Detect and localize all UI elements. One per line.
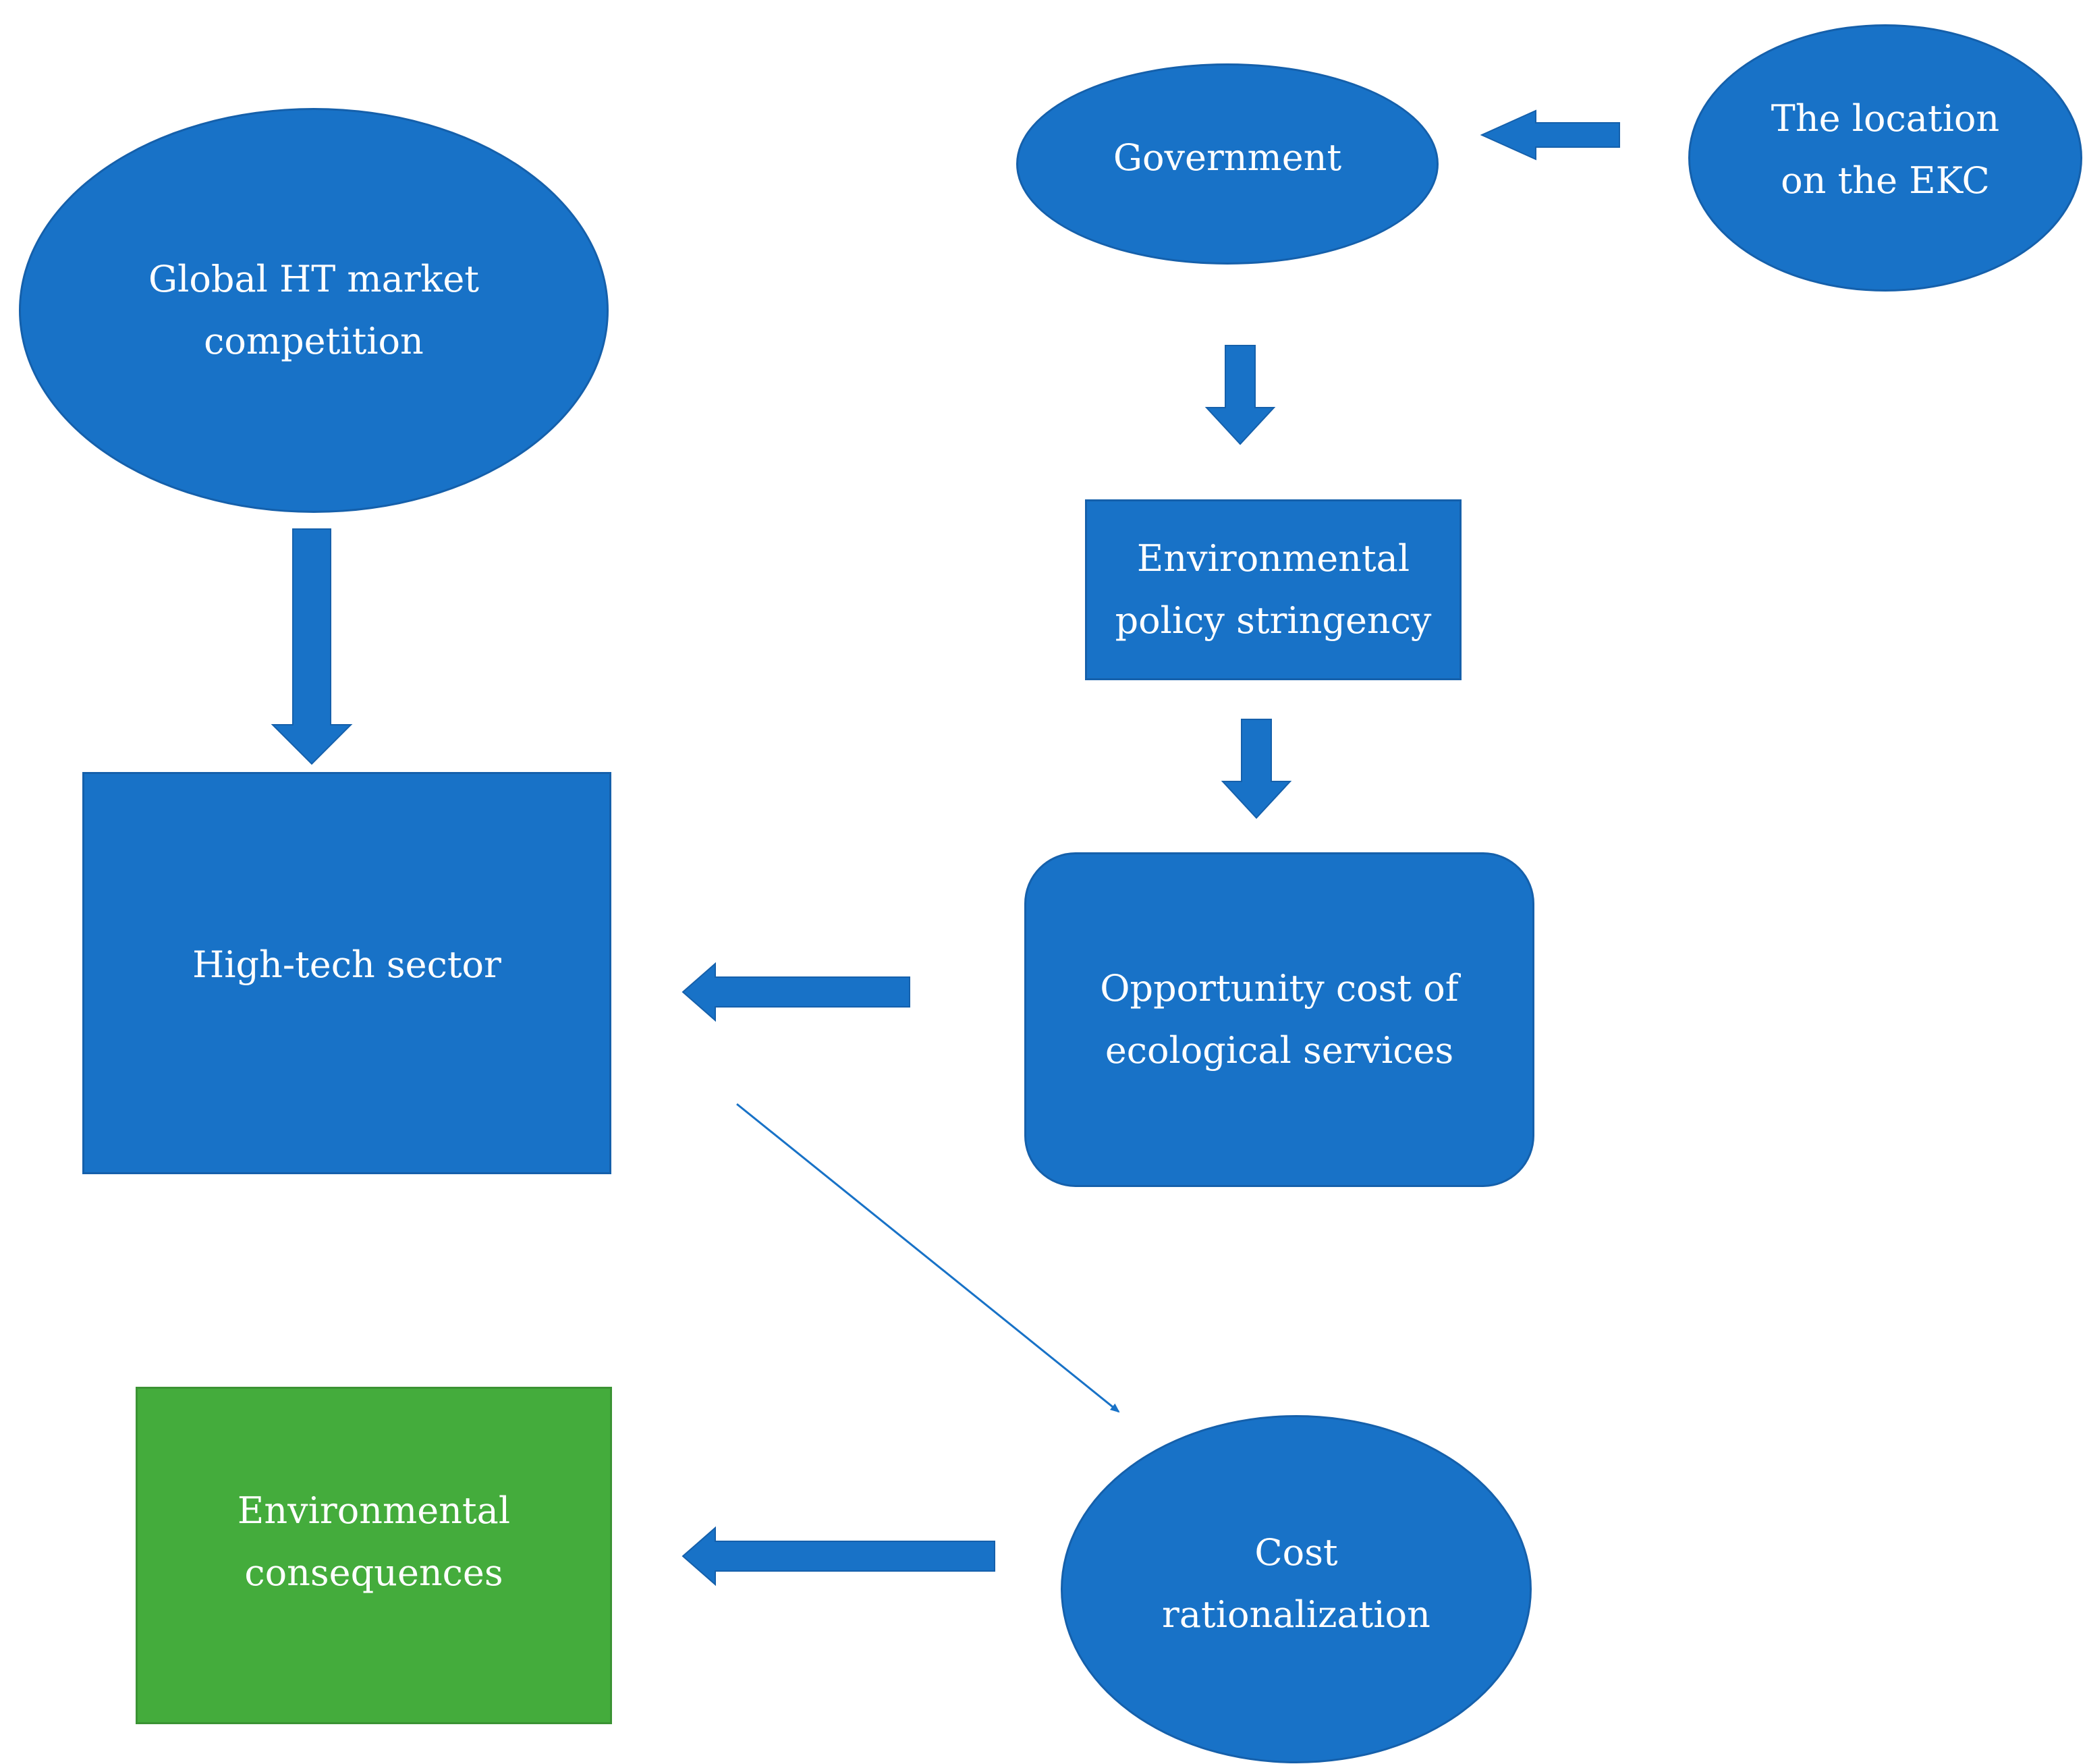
node-label-line: Environmental bbox=[237, 1489, 511, 1532]
arrow-cost-to-consequences bbox=[682, 1526, 995, 1587]
node-label-line: rationalization bbox=[1162, 1593, 1430, 1636]
node-label-line: Environmental bbox=[1136, 537, 1410, 580]
node-high-tech-sector: High-tech sector bbox=[82, 772, 611, 1174]
arrow-hightech-to-cost bbox=[736, 1103, 1120, 1413]
node-environmental-consequences: Environmental consequences bbox=[136, 1387, 612, 1724]
node-label-line: Cost bbox=[1254, 1531, 1338, 1574]
arrow-government-to-policy bbox=[1204, 345, 1276, 445]
node-government: Government bbox=[1016, 63, 1439, 265]
node-label-line: High-tech sector bbox=[192, 943, 501, 986]
node-label-line: Global HT market bbox=[148, 258, 479, 300]
arrow-policy-to-opportunity bbox=[1221, 719, 1292, 819]
node-opportunity-cost: Opportunity cost of ecological services bbox=[1024, 852, 1534, 1187]
node-environmental-policy-stringency: Environmental policy stringency bbox=[1085, 499, 1462, 680]
node-global-ht-market-competition: Global HT market competition bbox=[19, 108, 609, 513]
node-cost-rationalization: Cost rationalization bbox=[1061, 1415, 1532, 1763]
node-location-on-ekc: The location on the EKC bbox=[1688, 24, 2082, 292]
node-label-line: ecological services bbox=[1105, 1029, 1454, 1072]
node-label-line: The location bbox=[1771, 97, 2000, 140]
node-label-line: Opportunity cost of bbox=[1100, 967, 1459, 1010]
node-label-line: competition bbox=[204, 320, 424, 362]
node-label-line: consequences bbox=[244, 1551, 503, 1594]
arrow-global-to-hightech bbox=[271, 528, 353, 765]
node-label-line: Government bbox=[1113, 136, 1342, 179]
arrow-ekc-to-government bbox=[1480, 109, 1620, 161]
node-label-line: policy stringency bbox=[1115, 599, 1432, 642]
node-label-line: on the EKC bbox=[1781, 159, 1990, 202]
arrow-opportunity-to-hightech bbox=[682, 962, 910, 1022]
